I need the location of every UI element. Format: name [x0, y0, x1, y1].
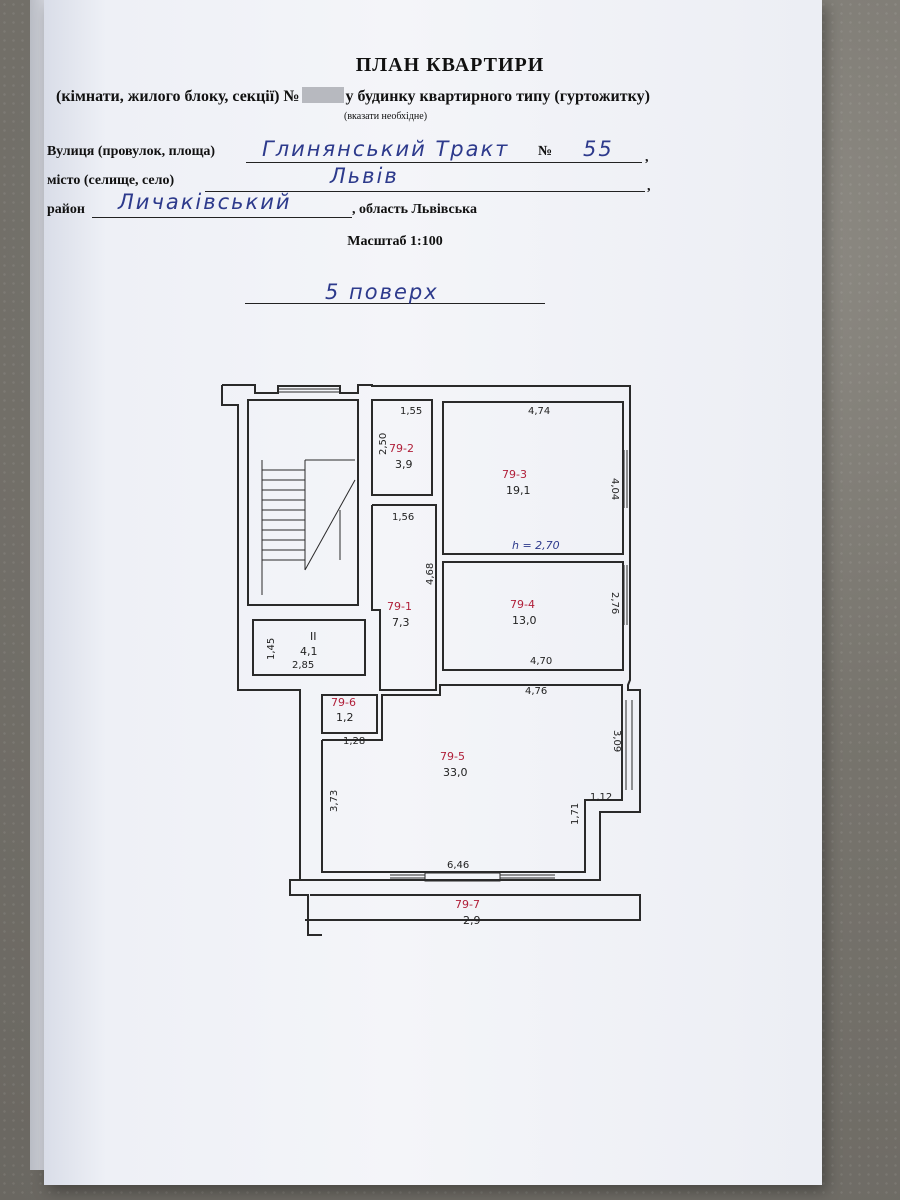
room-79-6-area: 1,2 — [336, 711, 354, 724]
subtitle-left: (кімнати, жилого блоку, секції) № — [56, 88, 300, 105]
dim-404: 4,04 — [609, 478, 620, 500]
common-room — [252, 619, 366, 676]
document-title: ПЛАН КВАРТИРИ — [355, 54, 545, 76]
district-label: район — [47, 202, 85, 217]
room-79-2-area: 3,9 — [395, 458, 413, 471]
room-79-3-area: 19,1 — [506, 484, 531, 497]
floor-label: 5 поверх — [325, 280, 439, 304]
room-79-6 — [321, 694, 378, 734]
dim-145: 1,45 — [266, 638, 277, 660]
dim-128: 1,28 — [343, 736, 365, 747]
document-subtitle: (кімнати, жилого блоку, секції) № у будин… — [56, 87, 650, 106]
district-underline — [92, 217, 352, 218]
room-79-4 — [442, 561, 624, 671]
windows — [278, 388, 633, 882]
room-79-2-code: 79-2 — [389, 442, 414, 455]
redacted-number — [301, 87, 344, 103]
dim-373: 3,73 — [329, 790, 340, 812]
room-79-7-area: 2,9 — [463, 914, 481, 927]
room-79-3-code: 79-3 — [502, 468, 527, 481]
floor-underline — [245, 303, 545, 304]
city-comma: , — [647, 179, 651, 194]
room-79-1 — [371, 504, 437, 691]
room-79-5 — [321, 684, 623, 873]
street-comma: , — [645, 150, 649, 165]
page-edge — [30, 0, 48, 1170]
number-value: 55 — [583, 137, 614, 161]
room-79-1-code: 79-1 — [387, 600, 412, 613]
dim-476: 4,76 — [525, 686, 547, 697]
outer-wall-top — [222, 384, 631, 395]
stair-steps — [261, 459, 356, 595]
room-79-4-code: 79-4 — [510, 598, 535, 611]
subtitle-right: у будинку квартирного типу (гуртожитку) — [345, 88, 650, 105]
number-label: № — [538, 144, 553, 159]
stair-shaft — [247, 399, 359, 606]
dim-171: 1,71 — [570, 803, 581, 825]
common-room-code: II — [310, 630, 317, 643]
document-page — [44, 0, 822, 1185]
room-79-2 — [371, 399, 433, 496]
room-79-1-area: 7,3 — [392, 616, 410, 629]
region-text: , область Львівська — [352, 202, 477, 217]
city-label: місто (селище, село) — [47, 173, 175, 188]
district-value: Личаківський — [118, 190, 292, 214]
dim-646: 6,46 — [447, 860, 469, 871]
dim-156: 1,56 — [392, 512, 414, 523]
room-79-5-area: 33,0 — [443, 766, 468, 779]
dim-250: 2,50 — [378, 433, 389, 455]
balcony-outline — [305, 894, 641, 921]
dim-276: 2,76 — [609, 592, 620, 614]
common-room-area: 4,1 — [300, 645, 318, 658]
room-79-6-code: 79-6 — [331, 696, 356, 709]
street-underline — [246, 162, 642, 163]
room-79-5-code: 79-5 — [440, 750, 465, 763]
ceiling-height: h = 2,70 — [512, 539, 560, 552]
dim-285: 2,85 — [292, 660, 314, 671]
street-value: Глинянський Тракт — [262, 137, 510, 161]
subtitle-note: (вказати необхідне) — [344, 111, 428, 122]
street-label: Вулиця (провулок, площа) — [47, 144, 216, 159]
dim-155: 1,55 — [400, 406, 422, 417]
dim-468: 4,68 — [425, 563, 436, 585]
outer-wall-right — [290, 395, 641, 881]
city-underline — [205, 191, 645, 192]
room-79-3 — [442, 401, 624, 555]
dim-474: 4,74 — [528, 406, 550, 417]
room-79-7-code: 79-7 — [455, 898, 480, 911]
city-value: Львів — [330, 164, 399, 188]
scale-label: Масштаб 1:100 — [347, 234, 443, 249]
dim-470: 4,70 — [530, 656, 552, 667]
dim-112: 1,12 — [590, 792, 612, 803]
dim-309: 3,09 — [611, 730, 622, 752]
room-79-4-area: 13,0 — [512, 614, 537, 627]
